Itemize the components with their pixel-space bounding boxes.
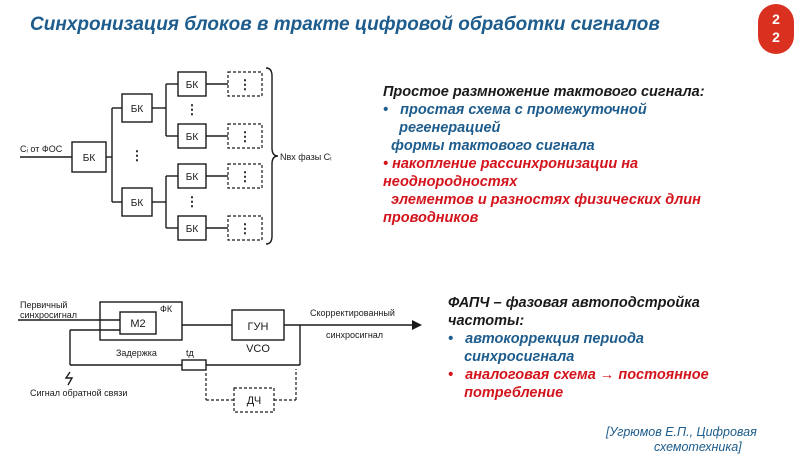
bk-root-label: БК xyxy=(83,153,96,164)
bk-level3-4 xyxy=(177,215,207,241)
bk-level3-1-label: БК xyxy=(186,80,199,91)
section2-bullet2-line2: потребление xyxy=(448,385,564,401)
bk-level2-bottom xyxy=(121,187,153,217)
section2-bullet1-line1: • автокоррекция периода xyxy=(448,331,644,347)
end-box-4 xyxy=(227,215,263,241)
end-box-3 xyxy=(227,163,263,189)
reference-line1: [Угрюмов Е.П., Цифровая xyxy=(606,425,757,439)
ellipsis-end-3: ⋮ xyxy=(239,169,252,184)
slide-number-badge: 2 2 xyxy=(758,4,794,54)
output-arrowhead xyxy=(412,320,422,330)
end-box-1 xyxy=(227,71,263,97)
fk-label: ФК xyxy=(160,304,173,314)
section2-heading-line1: ФАПЧ – фазовая автоподстройка xyxy=(448,295,700,311)
slide-title: Синхронизация блоков в тракте цифровой о… xyxy=(30,14,660,35)
bk-level3-4-label: БК xyxy=(186,224,199,235)
delay-box xyxy=(181,359,207,371)
vco-label: VCO xyxy=(246,343,270,355)
output-label-line1: Скорректированный xyxy=(310,308,395,318)
bk-level3-3 xyxy=(177,163,207,189)
reference: [Угрюмов Е.П., Цифровая схемотехника] xyxy=(606,425,757,455)
end-box-2 xyxy=(227,123,263,149)
section1: Простое размножение тактового сигнала: •… xyxy=(383,83,705,227)
bk-level3-1 xyxy=(177,71,207,97)
clock-tree-diagram: Cᵢ от ФОС Nвх фазы Cᵢ БК БК БК БК БК БК … xyxy=(20,67,332,245)
m2-label: М2 xyxy=(130,318,145,330)
section1-bullet1-line3: формы тактового сигнала xyxy=(383,138,595,154)
section2-bullet1-line2: синхросигнала xyxy=(448,349,575,365)
section2-bullet2-line1: • аналоговая схема → постоянное xyxy=(448,367,709,383)
section1-bullet1-line2: регенерацией xyxy=(383,120,501,136)
ellipsis-level3-top: ⋮ xyxy=(186,102,199,117)
ellipsis-level3-bottom: ⋮ xyxy=(186,194,199,209)
ellipsis-level2: ⋮ xyxy=(131,148,144,163)
output-label-line2: синхросигнал xyxy=(326,330,383,340)
m2-box xyxy=(119,311,157,335)
section1-bullet1-line1: • простая схема с промежуточной xyxy=(383,102,647,118)
output-label: Nвх фазы Cᵢ xyxy=(280,152,332,162)
phase-comparator-box xyxy=(99,301,183,341)
section1-bullet2-line2: неоднородностях xyxy=(383,174,518,190)
bk-level2-top-label: БК xyxy=(131,104,144,115)
bk-level3-2 xyxy=(177,123,207,149)
section1-bullet2-line1: • накопление рассинхронизации на xyxy=(383,156,639,172)
bk-level2-bottom-label: БК xyxy=(131,198,144,209)
ellipsis-end-1: ⋮ xyxy=(239,77,252,92)
pll-diagram: Первичный синхросигнал ФК Скорректирован… xyxy=(18,300,422,413)
input-label: Cᵢ от ФОС xyxy=(20,144,63,154)
section1-bullet2-line4: проводников xyxy=(383,210,479,226)
delay-label: Задержка xyxy=(116,348,157,358)
ellipsis-end-2: ⋮ xyxy=(239,129,252,144)
bk-level3-3-label: БК xyxy=(186,172,199,183)
badge-digit-top: 2 xyxy=(772,11,780,27)
gun-label: ГУН xyxy=(248,321,269,333)
primary-label-line2: синхросигнал xyxy=(20,310,77,320)
ellipsis-end-4: ⋮ xyxy=(239,221,252,236)
dch-label: ДЧ xyxy=(247,395,261,407)
reference-line2: схемотехника] xyxy=(654,440,742,454)
feedback-arrow xyxy=(64,371,74,386)
output-brace xyxy=(265,67,279,245)
badge-digit-bottom: 2 xyxy=(772,29,780,45)
primary-label-line1: Первичный xyxy=(20,300,67,310)
section2-heading-line2: частоты: xyxy=(448,313,525,329)
section2: ФАПЧ – фазовая автоподстройка частоты: •… xyxy=(448,294,709,402)
section1-bullet2-line3: элементов и разностях физических длин xyxy=(383,192,701,208)
td-label: tд xyxy=(186,348,195,358)
bk-level3-2-label: БК xyxy=(186,132,199,143)
section1-heading: Простое размножение тактового сигнала: xyxy=(383,84,705,100)
feedback-label: Сигнал обратной связи xyxy=(30,388,127,398)
